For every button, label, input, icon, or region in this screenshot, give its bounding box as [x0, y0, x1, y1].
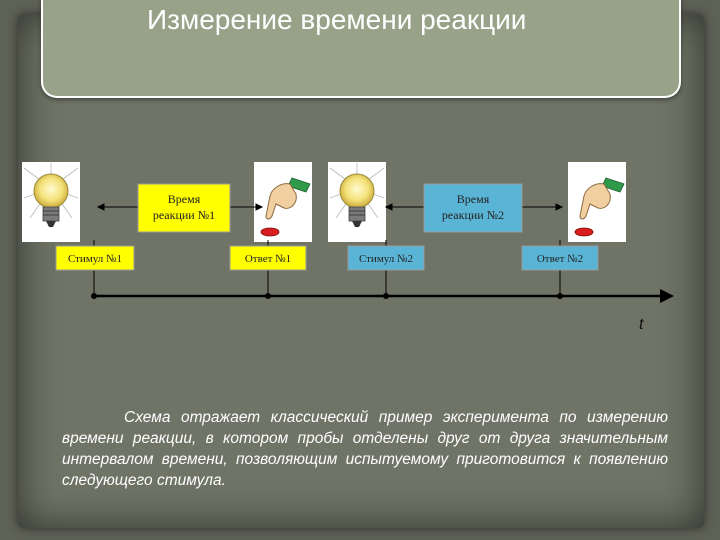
lightbulb-icon	[23, 163, 79, 227]
slide-frame	[18, 14, 704, 528]
response-1-label: Ответ №1	[245, 253, 291, 265]
response-2-label: Ответ №2	[537, 253, 583, 265]
reaction-time-1-box: Время реакции №1	[137, 183, 231, 233]
reaction-time-1-line1: Время	[168, 192, 201, 206]
slide-title: Измерение времени реакции	[147, 4, 527, 35]
reaction-time-1-line2: реакции №1	[153, 208, 215, 222]
reaction-time-2-line1: Время	[457, 192, 490, 206]
stimulus-1-box: Стимул №1	[55, 245, 135, 271]
title-box: Измерение времени реакции	[41, 0, 681, 98]
reaction-time-diagram: Время реакции №1 Время реакции №2 Стимул…	[22, 162, 674, 333]
stimulus-1-label: Стимул №1	[68, 253, 122, 265]
button-press-hand-icon	[260, 177, 311, 237]
time-axis-label: t	[639, 316, 644, 333]
stimulus-2-label: Стимул №2	[359, 253, 413, 265]
reaction-time-2-line2: реакции №2	[442, 208, 504, 222]
response-2-picture	[568, 162, 626, 242]
button-press-hand-icon	[574, 177, 625, 237]
stimulus-2-box: Стимул №2	[347, 245, 425, 271]
time-axis: t	[91, 289, 674, 333]
stimulus-2-picture	[328, 162, 386, 242]
reaction-time-2-box: Время реакции №2	[423, 183, 523, 233]
response-1-box: Ответ №1	[229, 245, 307, 271]
slide-caption: Схема отражает классический пример экспе…	[62, 409, 668, 489]
stimulus-1-picture	[22, 162, 80, 242]
lightbulb-icon	[329, 163, 385, 227]
response-2-box: Ответ №2	[521, 245, 599, 271]
response-1-picture	[254, 162, 312, 242]
